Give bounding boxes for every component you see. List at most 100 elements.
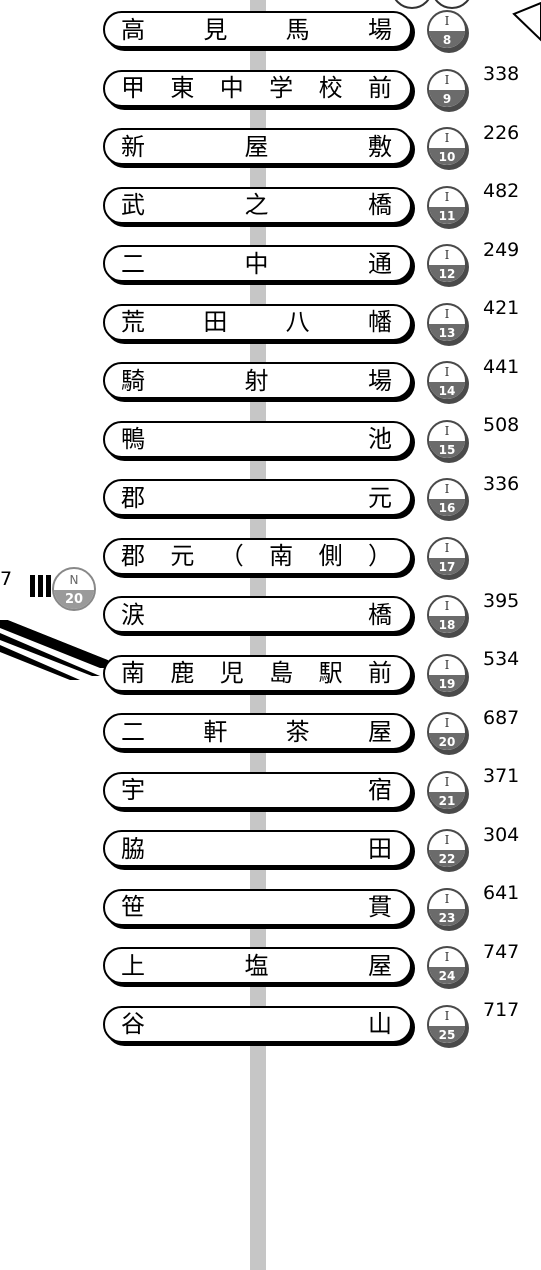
segment-distance: 249 bbox=[483, 238, 520, 261]
station-name-char: 宿 bbox=[368, 776, 392, 804]
station-name-char: 橋 bbox=[368, 191, 392, 219]
branch-stub-bars bbox=[30, 575, 51, 597]
cropped-top-badge bbox=[434, 0, 470, 9]
station-name-char: 二 bbox=[121, 717, 145, 746]
station-number-badge: I 22 bbox=[427, 829, 467, 869]
station-name-char: 田 bbox=[203, 308, 228, 336]
station-name-pill: 脇田 bbox=[103, 830, 412, 867]
station-name-pill: 二軒茶屋 bbox=[103, 713, 412, 750]
station-name-char: 涙 bbox=[121, 600, 145, 629]
station-name-char: 元 bbox=[170, 542, 195, 570]
station-name-char: 幡 bbox=[367, 308, 392, 336]
station-name-char: 騎 bbox=[121, 366, 145, 395]
line-code: I bbox=[444, 14, 450, 28]
station-number: 13 bbox=[429, 323, 465, 341]
station-number: 9 bbox=[429, 89, 465, 107]
segment-distance: 304 bbox=[483, 823, 520, 846]
station-name-pill: 笹貫 bbox=[103, 888, 412, 926]
station-name-pill: 宇宿 bbox=[103, 771, 412, 809]
station-name-char: 通 bbox=[368, 249, 392, 278]
line-code: I bbox=[444, 1008, 450, 1023]
segment-distance: 226 bbox=[483, 121, 520, 144]
line-code: I bbox=[444, 716, 450, 730]
line-code: I bbox=[444, 833, 450, 847]
station-number: 20 bbox=[429, 733, 465, 750]
station-number: 21 bbox=[429, 791, 465, 809]
station-name-char: 敷 bbox=[368, 132, 392, 161]
line-code: I bbox=[444, 657, 450, 672]
station-name-char: 軒 bbox=[203, 717, 228, 746]
station-name-char: 塩 bbox=[244, 951, 269, 980]
station-name-char: 場 bbox=[368, 366, 392, 395]
station-name-pill: 南鹿児島駅前 bbox=[103, 654, 412, 692]
line-code: N bbox=[69, 573, 79, 587]
segment-distance: 338 bbox=[483, 63, 520, 85]
segment-distance: 371 bbox=[483, 765, 520, 787]
station-name-char: 東 bbox=[170, 74, 195, 102]
line-code: I bbox=[444, 774, 450, 789]
branch-distance-fragment: 7 bbox=[0, 568, 13, 590]
station-number-badge: I 20 bbox=[427, 712, 467, 752]
station-name-char: 宇 bbox=[121, 776, 145, 804]
station-number-badge: I 10 bbox=[427, 127, 467, 167]
station-name-char: 之 bbox=[244, 191, 269, 219]
station-name-pill: 谷山 bbox=[103, 1005, 412, 1043]
station-number: 10 bbox=[429, 148, 465, 165]
segment-distance: 395 bbox=[483, 589, 520, 612]
segment-distance: 421 bbox=[483, 297, 520, 319]
station-name-char: 前 bbox=[367, 74, 392, 102]
station-name-char: 側 bbox=[318, 542, 343, 570]
line-code: I bbox=[444, 540, 450, 555]
station-name-char: 貫 bbox=[368, 893, 392, 921]
station-name-pill: 高見馬場 bbox=[103, 11, 412, 48]
station-name-pill: 新屋敷 bbox=[103, 128, 412, 165]
station-name-char: 中 bbox=[244, 249, 269, 278]
station-name-char: 元 bbox=[368, 483, 392, 512]
station-number-badge: I 25 bbox=[427, 1004, 467, 1045]
station-name-char: 鴨 bbox=[121, 425, 145, 453]
station-number: 25 bbox=[429, 1025, 465, 1043]
station-number-badge: I 17 bbox=[427, 536, 467, 577]
station-name-char: 荒 bbox=[121, 308, 145, 336]
station-name-char: 前 bbox=[367, 659, 392, 687]
station-name-char: 中 bbox=[219, 74, 244, 102]
station-name-char: 郡 bbox=[121, 483, 145, 512]
station-number: 22 bbox=[429, 850, 465, 867]
station-number: 17 bbox=[429, 557, 465, 575]
station-number-badge-n20: N 20 bbox=[52, 567, 96, 611]
station-name-pill: 上塩屋 bbox=[103, 947, 412, 984]
segment-distance: 441 bbox=[483, 355, 520, 378]
segment-distance: 336 bbox=[483, 472, 520, 495]
station-number: 20 bbox=[54, 590, 94, 609]
line-code: I bbox=[444, 248, 450, 262]
segment-distance: 687 bbox=[483, 706, 520, 729]
station-number: 11 bbox=[429, 206, 465, 224]
station-name-char: 田 bbox=[368, 834, 392, 863]
station-name-char: 茶 bbox=[285, 717, 310, 746]
segment-distance: 641 bbox=[483, 882, 520, 904]
station-name-char: 鹿 bbox=[170, 659, 195, 687]
station-number: 24 bbox=[429, 967, 465, 984]
station-number: 18 bbox=[429, 616, 465, 633]
line-code: I bbox=[444, 189, 450, 204]
line-code: I bbox=[444, 891, 450, 906]
station-name-char: （ bbox=[219, 542, 244, 570]
line-code: I bbox=[444, 72, 450, 87]
station-name-pill: 郡元（南側） bbox=[103, 537, 412, 575]
station-name-char: 屋 bbox=[367, 717, 392, 746]
line-code: I bbox=[444, 131, 450, 145]
station-name-char: 南 bbox=[121, 659, 145, 687]
segment-distance: 717 bbox=[483, 999, 520, 1021]
station-name-char: 郡 bbox=[121, 542, 145, 570]
station-name-char: 笹 bbox=[121, 893, 145, 921]
